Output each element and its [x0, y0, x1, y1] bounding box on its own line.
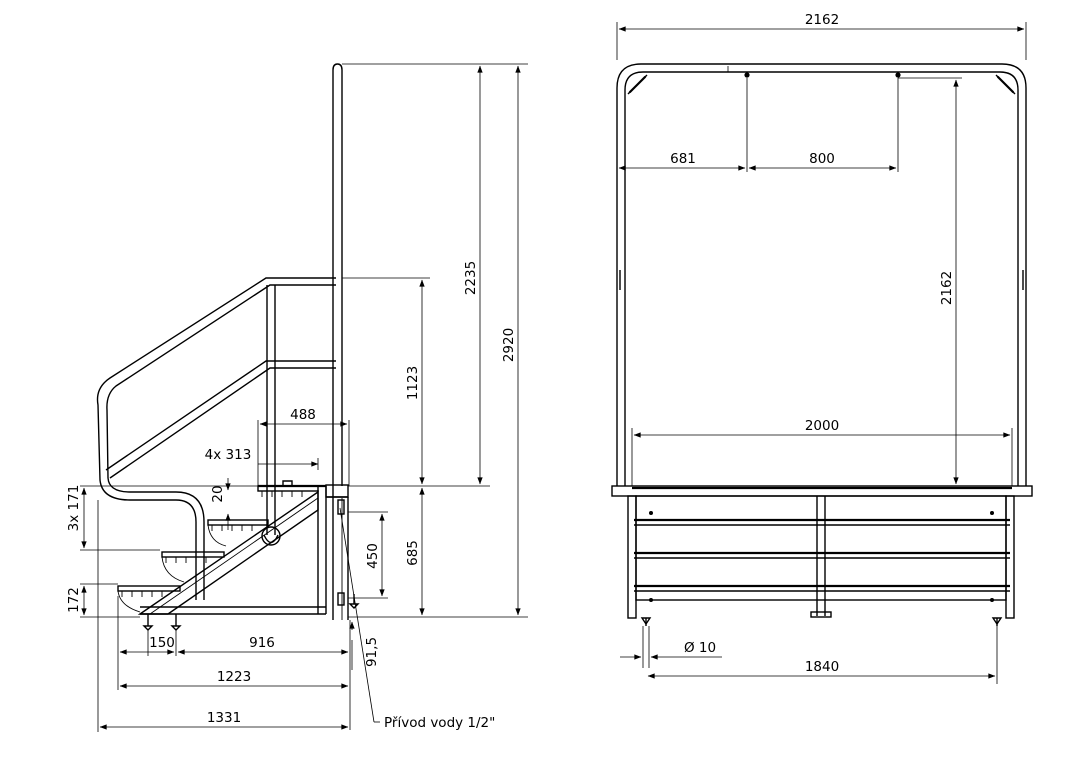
front-view: 2162 681 800 2162 2000 Ø 10 1840 [611, 12, 1033, 684]
front-dimensions: 2162 681 800 2162 2000 Ø 10 1840 [616, 12, 1027, 684]
dim-172-label: 172 [66, 587, 82, 613]
water-inlet-label: Přívod vody 1/2" [384, 715, 495, 731]
inner-handrail [105, 285, 336, 546]
dim-1840-label: 1840 [805, 659, 839, 675]
stair-stringer [137, 486, 327, 615]
dim-450-label: 450 [365, 543, 381, 569]
dim-488-label: 488 [290, 407, 316, 423]
outer-handrail [96, 277, 336, 600]
extension-lines [80, 63, 528, 732]
dim-2920-label: 2920 [501, 328, 517, 362]
shower-frame [616, 63, 1027, 486]
dim-2162-height-label: 2162 [939, 271, 955, 305]
front-platform [611, 485, 1033, 626]
dim-1123-label: 1123 [405, 366, 421, 400]
vertical-post [332, 63, 343, 620]
dim-diameter-label: Ø 10 [684, 640, 716, 656]
dim-2235-label: 2235 [463, 261, 479, 295]
side-dimensions: 2920 2235 1123 685 450 488 4x 313 20 3x … [66, 65, 521, 730]
dim-risers-label: 3x 171 [66, 485, 82, 532]
dim-681-label: 681 [670, 151, 696, 167]
dim-2162-width-label: 2162 [805, 12, 839, 28]
dim-20-label: 20 [210, 485, 226, 502]
dim-2000-label: 2000 [805, 418, 839, 434]
water-inlet-callout: Přívod vody 1/2" [339, 507, 495, 731]
side-view: 2920 2235 1123 685 450 488 4x 313 20 3x … [66, 63, 528, 732]
dim-91-5-label: 91,5 [364, 637, 380, 667]
dim-150-label: 150 [149, 635, 175, 651]
dim-800-label: 800 [809, 151, 835, 167]
dim-tread-label: 4x 313 [205, 447, 252, 463]
dim-1223-label: 1223 [217, 669, 251, 685]
stair-treads [117, 485, 319, 613]
dim-685-label: 685 [405, 540, 421, 566]
dim-1331-label: 1331 [207, 710, 241, 726]
dim-916-label: 916 [249, 635, 275, 651]
